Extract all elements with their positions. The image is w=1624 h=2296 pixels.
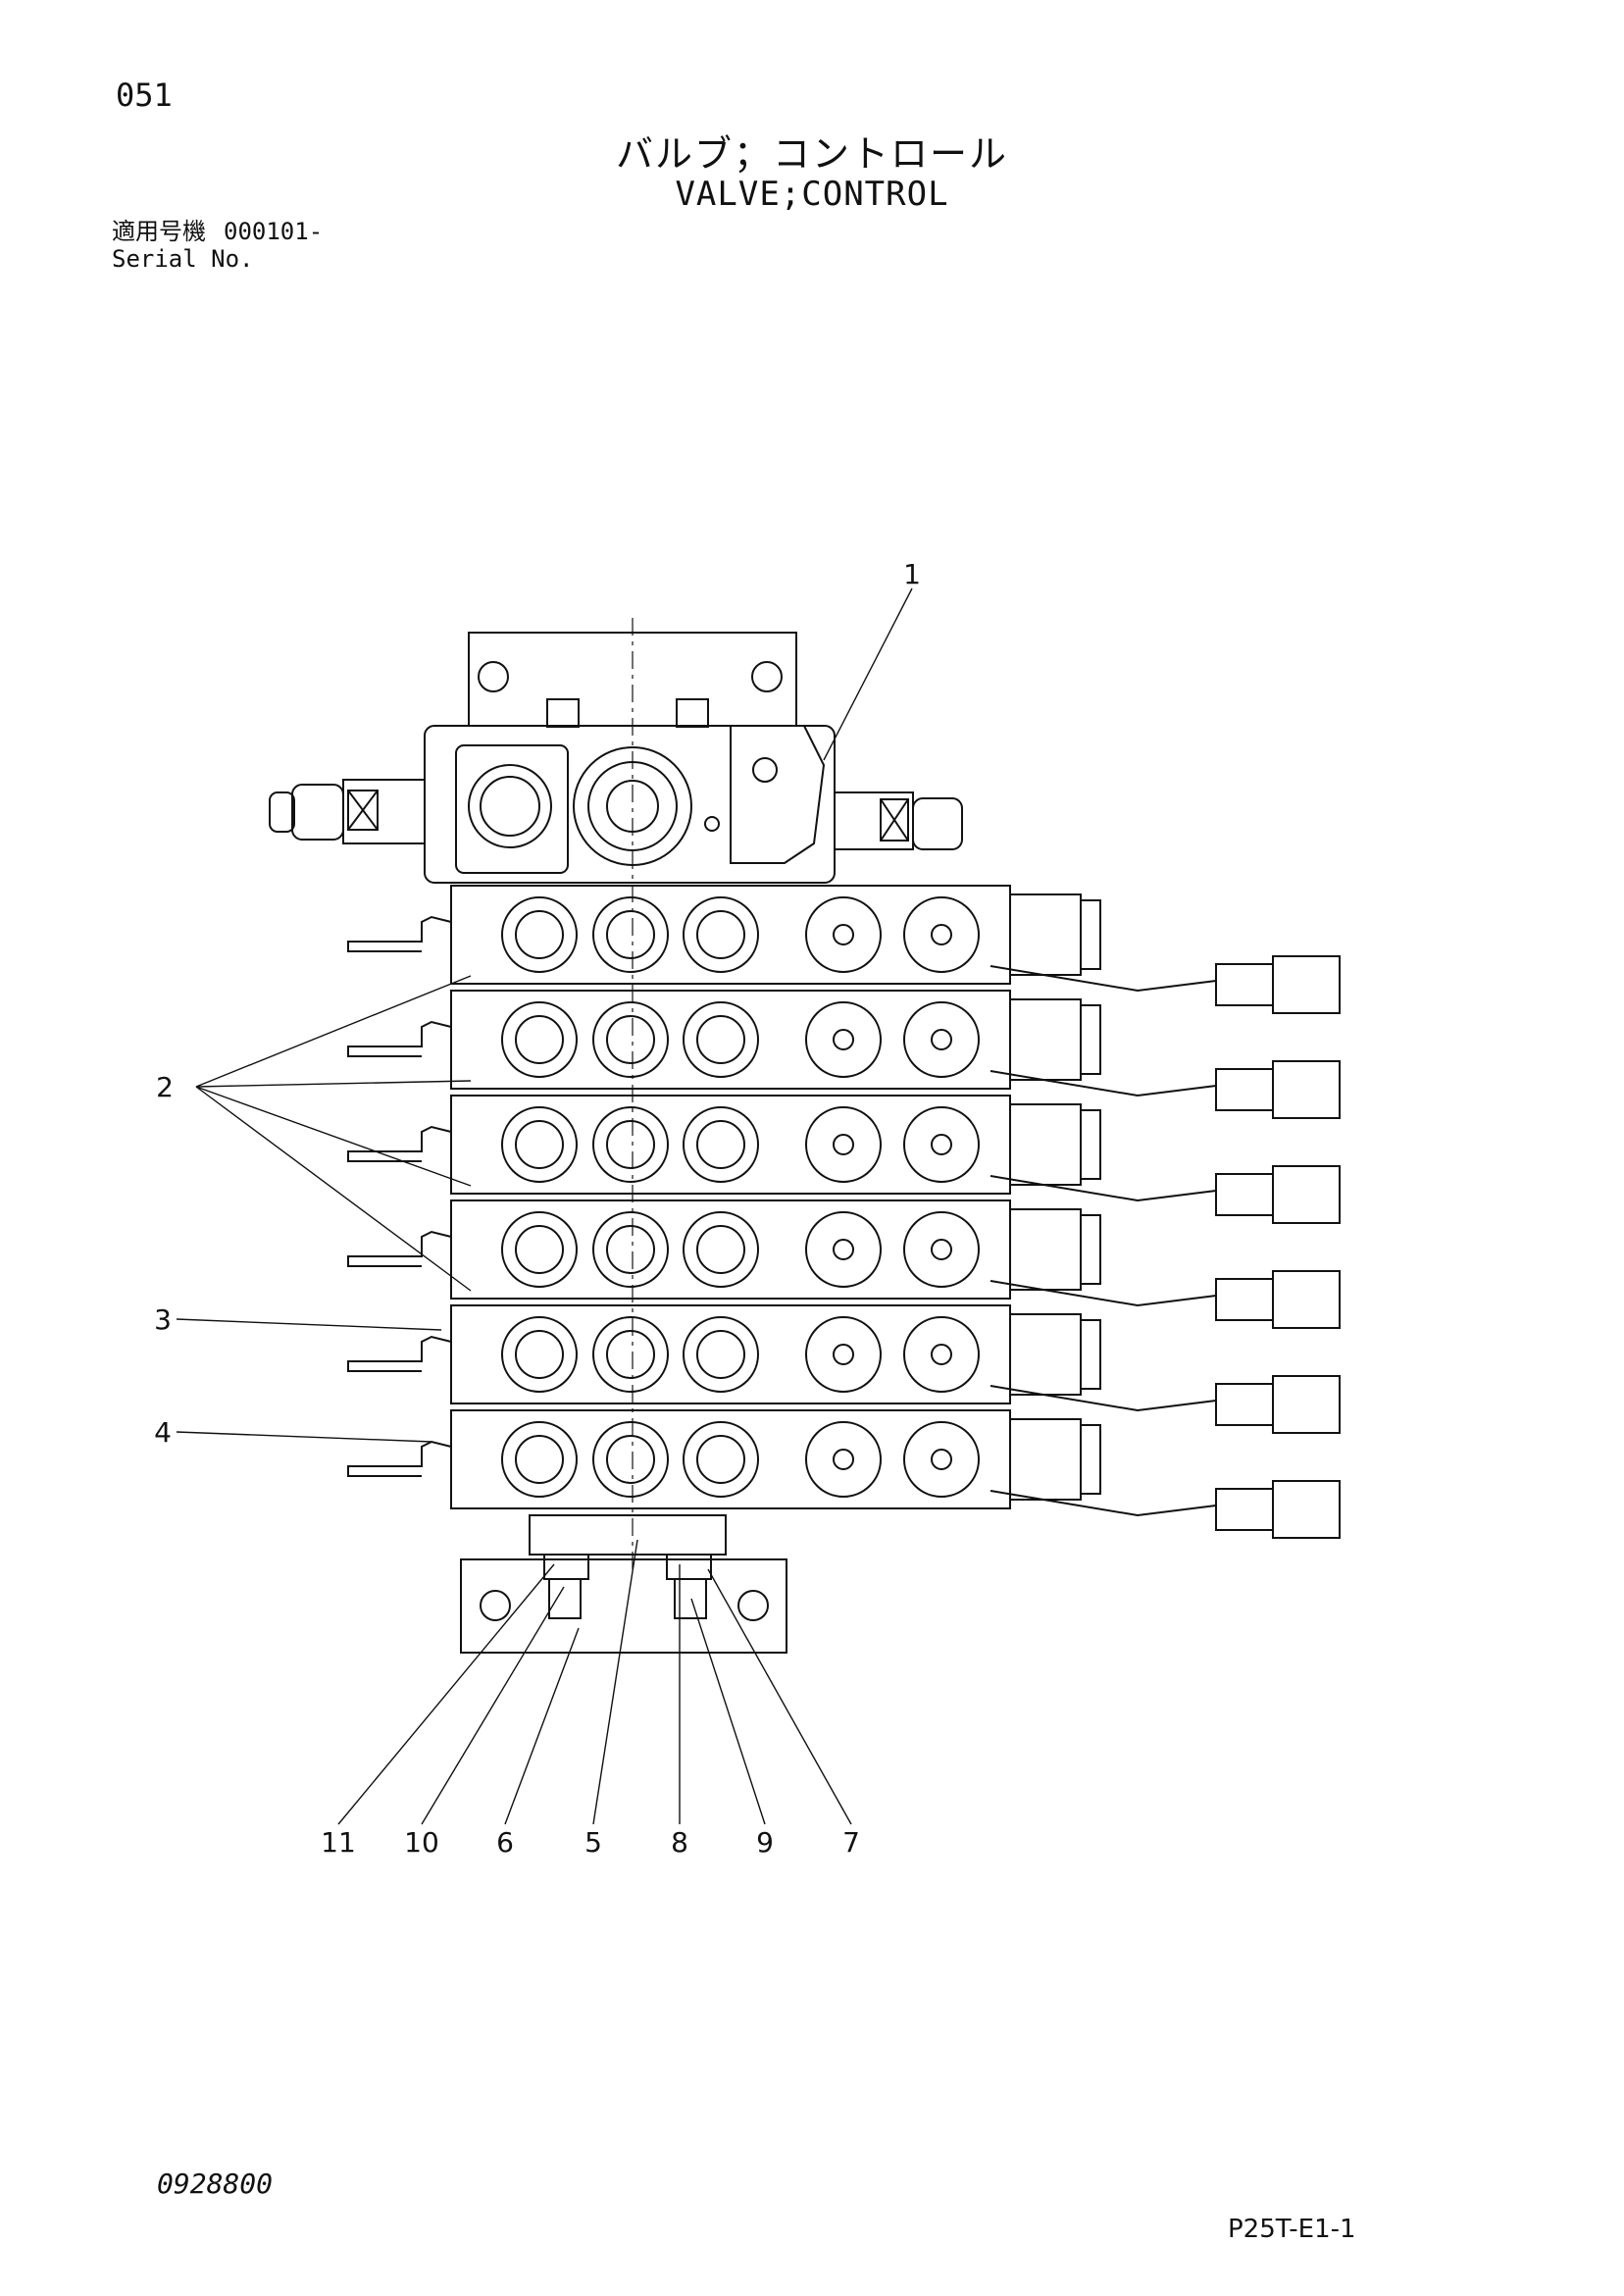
callout-labels: 1 2 3 4 11 10 6 5 8 9 7 [154, 558, 921, 1859]
title-japanese: バルブ；コントロール [615, 132, 1008, 176]
bottom-assembly [460, 1514, 787, 1654]
callout-4: 4 [154, 1416, 172, 1449]
serial-block: 適用号機 000101- Serial No. [112, 218, 323, 273]
callout-1: 1 [903, 558, 921, 590]
serial-label-en: Serial No. [112, 245, 254, 273]
callout-3: 3 [154, 1303, 172, 1336]
callout-7: 7 [842, 1826, 860, 1859]
page-code: P25T-E1-1 [1228, 2215, 1356, 2244]
page-number: 051 [116, 77, 173, 114]
valve-section-4 [347, 1199, 1341, 1329]
callout-5: 5 [584, 1826, 602, 1859]
serial-label-jp: 適用号機 [112, 218, 206, 245]
valve-section-6 [347, 1409, 1341, 1539]
valve-section-1 [347, 885, 1341, 1014]
top-bracket [468, 618, 797, 1569]
callout-6: 6 [496, 1826, 514, 1859]
callout-11: 11 [321, 1826, 356, 1859]
leader-lines [176, 587, 913, 1825]
title-english: VALVE;CONTROL [675, 175, 949, 214]
callout-8: 8 [671, 1826, 688, 1859]
serial-value: 000101- [224, 218, 324, 245]
callout-10: 10 [404, 1826, 439, 1859]
drawing-number: 0928800 [157, 2168, 274, 2200]
callout-2: 2 [156, 1071, 174, 1103]
inlet-section [269, 698, 963, 884]
callout-9: 9 [756, 1826, 774, 1859]
valve-section-2 [347, 990, 1341, 1119]
valve-section-3 [347, 1095, 1341, 1224]
valve-section-5 [347, 1304, 1341, 1434]
